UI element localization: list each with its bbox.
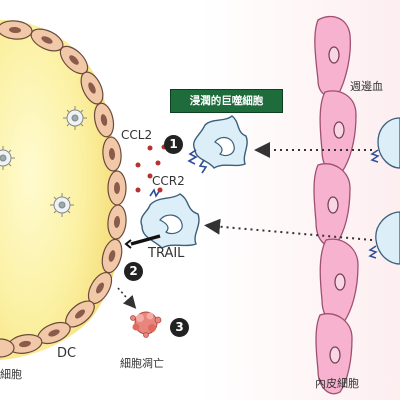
endothelium-nuclei [327,46,346,364]
trail-label: TRAIL [148,246,185,261]
step-3-badge: 3 [170,318,189,337]
ccl2-label: CCL2 [121,128,153,142]
left-cell-label: 細胞 [0,368,22,381]
trail-ligand [130,234,161,246]
blood-background [200,0,400,400]
step-1-badge: 1 [164,135,183,154]
monocytes [375,117,400,265]
tumor-region [0,20,122,360]
macrophage-top [187,115,248,174]
apoptosis-label: 細胞凋亡 [120,357,164,370]
virus-particles [0,106,87,217]
infiltrating-macrophage-title: 浸潤的巨噬細胞 [170,89,283,113]
dc-label: DC [57,346,77,361]
endothelium-label: 內皮細胞 [315,377,359,390]
step-2-badge: 2 [124,262,143,281]
ccl2-chemokines [135,144,167,193]
membrane-nuclei [9,26,121,348]
apoptotic-cell [130,311,162,338]
macrophage-bottom [140,188,200,249]
ccr2-label: CCR2 [152,174,185,188]
apoptosis-arrow [117,287,137,309]
migration-arrow-bottom [204,218,373,241]
monocyte-label: 週邊血 [350,80,383,93]
monocyte-receptors [368,149,380,259]
